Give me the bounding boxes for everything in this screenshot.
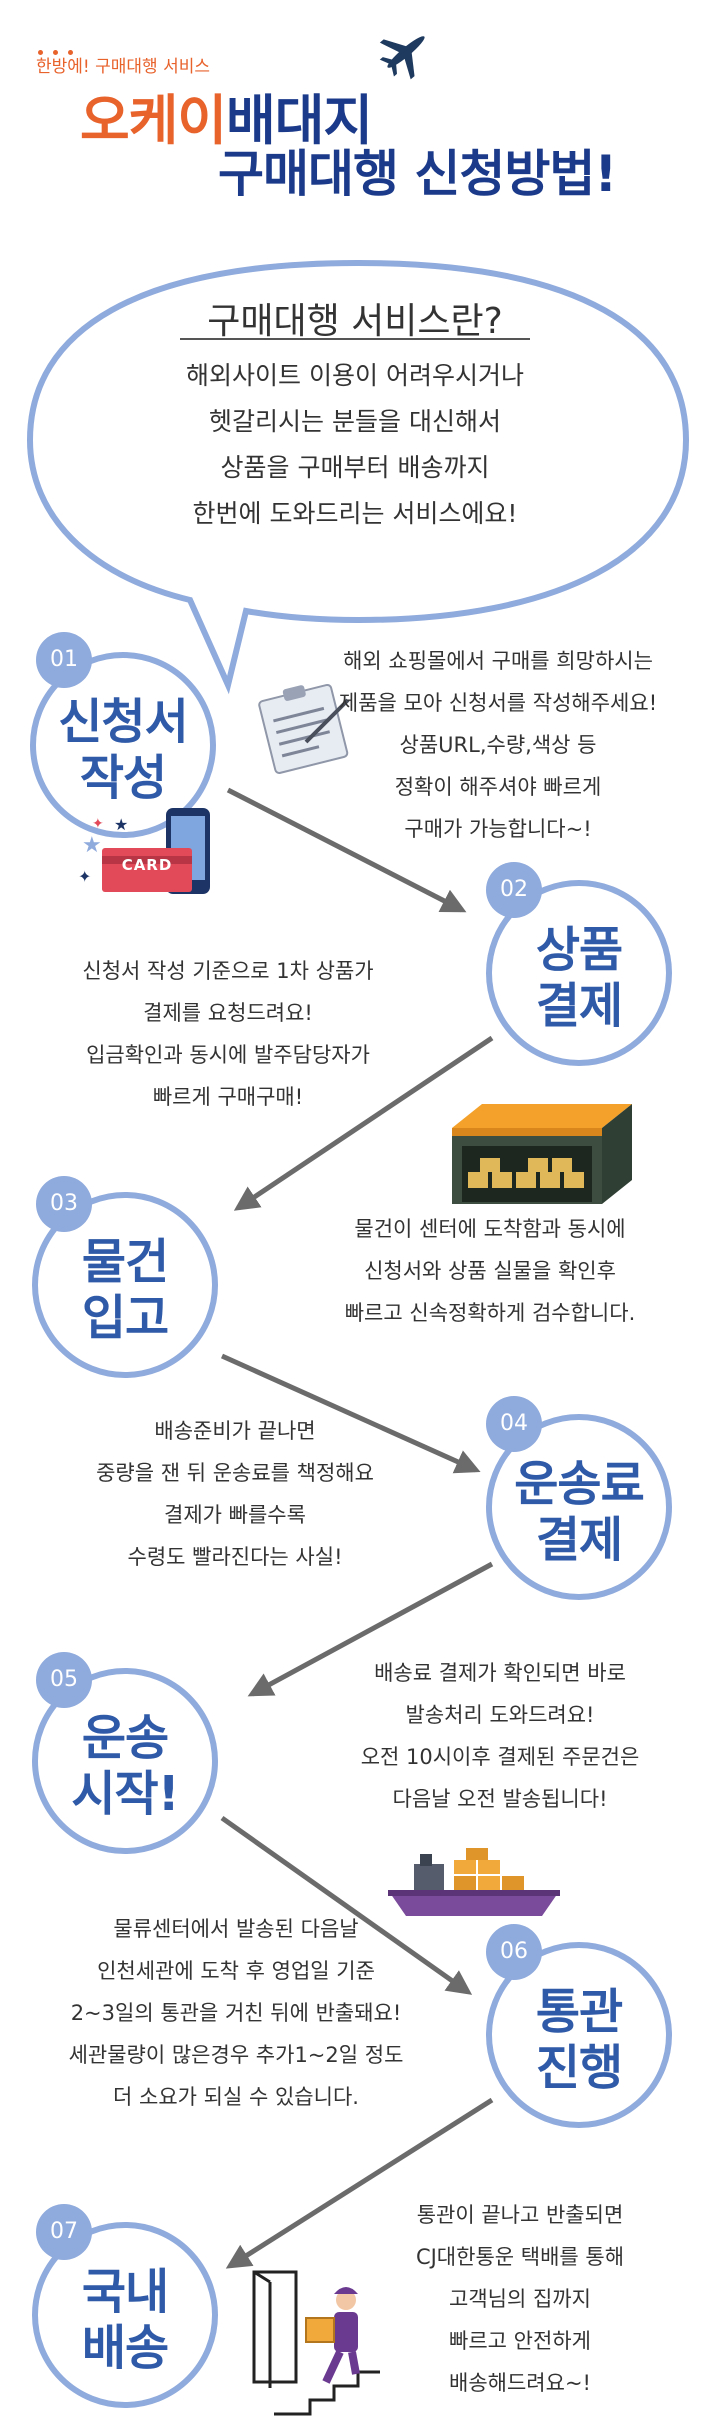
- desc-line: 빠르고 신속정확하게 검수합니다.: [344, 1301, 636, 1325]
- step-title: 상품: [535, 922, 623, 978]
- desc-line: 구매가 가능합니다~!: [404, 817, 592, 841]
- step-description: 신청서 작성 기준으로 1차 상품가 결제를 요청드려요! 입금확인과 동시에 …: [18, 950, 438, 1118]
- step-title: 결제: [535, 978, 623, 1034]
- step-number-badge: 06: [486, 1924, 542, 1980]
- step-title: 입고: [81, 1290, 169, 1346]
- step-title: 배송: [81, 2320, 169, 2376]
- tagline: 한방에! 구매대행 서비스: [36, 57, 211, 77]
- desc-line: 빠르게 구매구매!: [152, 1085, 304, 1109]
- step-number-badge: 03: [36, 1176, 92, 1232]
- desc-line: 고객님의 집까지: [449, 2287, 591, 2311]
- step-description: 해외 쇼핑몰에서 구매를 희망하시는 제품을 모아 신청서를 작성해주세요! 상…: [298, 640, 698, 850]
- card-label: CARD: [121, 856, 173, 874]
- step-title: 운송료: [514, 1456, 644, 1512]
- desc-line: 수령도 빨라진다는 사실!: [127, 1545, 343, 1569]
- desc-line: 물류센터에서 발송된 다음날: [113, 1917, 359, 1941]
- arrow-1-to-2: [226, 787, 467, 913]
- delivery-person-icon: [252, 2270, 380, 2416]
- card-phone-icon: ✦ ★ ★ ✦: [78, 808, 210, 894]
- svg-text:✦: ✦: [78, 867, 91, 886]
- desc-line: 배송해드려요~!: [449, 2371, 591, 2395]
- step-circle: 신청서 작성: [30, 652, 216, 838]
- cargo-ship-icon: [388, 1848, 560, 1916]
- step-description: 물건이 센터에 도착함과 동시에 신청서와 상품 실물을 확인후 빠르고 신속정…: [280, 1208, 700, 1334]
- desc-line: 상품URL,수량,색상 등: [399, 733, 597, 757]
- speech-bubble: [26, 259, 690, 695]
- desc-line: 제품을 모아 신청서를 작성해주세요!: [338, 691, 658, 715]
- step-number-badge: 05: [36, 1652, 92, 1708]
- brand-blue: 배대지: [226, 89, 373, 152]
- svg-text:✦: ✦: [92, 816, 104, 832]
- step-description: 통관이 끝나고 반출되면 CJ대한통운 택배를 통해 고객님의 집까지 빠르고 …: [340, 2194, 700, 2404]
- page-title: 구매대행 신청방법!: [218, 145, 617, 203]
- airplane-icon: [379, 36, 425, 80]
- arrow-3-to-4: [220, 1353, 481, 1474]
- desc-line: 발송처리 도와드려요!: [405, 1703, 595, 1727]
- desc-line: 물건이 센터에 도착함과 동시에: [354, 1217, 626, 1241]
- desc-line: 신청서와 상품 실물을 확인후: [364, 1259, 616, 1283]
- desc-line: 세관물량이 많은경우 추가1~2일 정도: [68, 2043, 404, 2067]
- intro-line: 한번에 도와드리는 서비스에요!: [192, 499, 518, 528]
- desc-line: 배송료 결제가 확인되면 바로: [374, 1661, 626, 1685]
- step-title: 운송: [81, 1710, 169, 1766]
- desc-line: 빠르고 안전하게: [449, 2329, 591, 2353]
- arrow-2-to-3: [233, 1035, 494, 1211]
- svg-text:★: ★: [82, 833, 102, 858]
- step-title: 작성: [79, 750, 167, 806]
- desc-line: 오전 10시이후 결제된 주문건은: [360, 1745, 640, 1769]
- desc-line: 배송준비가 끝나면: [154, 1419, 316, 1443]
- step-description: 물류센터에서 발송된 다음날 인천세관에 도착 후 영업일 기준 2~3일의 통…: [6, 1908, 466, 2118]
- desc-line: 정확이 해주셔야 빠르게: [394, 775, 602, 799]
- step-title: 결제: [535, 1512, 623, 1568]
- intro-title: 구매대행 서비스란?: [207, 301, 503, 342]
- warehouse-icon: [452, 1104, 632, 1204]
- desc-line: 결제를 요청드려요!: [143, 1001, 313, 1025]
- desc-line: 다음날 오전 발송됩니다!: [392, 1787, 608, 1811]
- step-title: 진행: [535, 2040, 623, 2096]
- desc-line: 2~3일의 통관을 거친 뒤에 반출돼요!: [70, 2001, 402, 2025]
- desc-line: 더 소요가 되실 수 있습니다.: [113, 2085, 359, 2109]
- desc-line: 인천세관에 도착 후 영업일 기준: [97, 1959, 375, 1983]
- intro-line: 헷갈리시는 분들을 대신해서: [209, 407, 501, 436]
- desc-line: 통관이 끝나고 반출되면: [416, 2203, 624, 2227]
- step-description: 배송준비가 끝나면 중량을 잰 뒤 운송료를 책정해요 결제가 빠를수록 수령도…: [20, 1410, 450, 1578]
- arrow-5-to-6: [220, 1815, 473, 1995]
- step-number-badge: 01: [36, 632, 92, 688]
- divider: [180, 338, 530, 340]
- arrow-6-to-7: [225, 2097, 494, 2269]
- intro-line: 해외사이트 이용이 어려우시거나: [186, 361, 524, 390]
- clipboard-icon: [258, 683, 350, 774]
- desc-line: 중량을 잰 뒤 운송료를 책정해요: [96, 1461, 374, 1485]
- step-description: 배송료 결제가 확인되면 바로 발송처리 도와드려요! 오전 10시이후 결제된…: [300, 1652, 700, 1820]
- step-title: 통관: [535, 1984, 623, 2040]
- desc-line: 입금확인과 동시에 발주담당자가: [86, 1043, 370, 1067]
- desc-line: 신청서 작성 기준으로 1차 상품가: [82, 959, 374, 983]
- step-title: 시작!: [71, 1766, 179, 1822]
- step-title: 신청서: [58, 694, 188, 750]
- step-title: 물건: [81, 1234, 169, 1290]
- desc-line: CJ대한통운 택배를 통해: [415, 2245, 625, 2269]
- intro-line: 상품을 구매부터 배송까지: [220, 453, 490, 482]
- desc-line: 해외 쇼핑몰에서 구매를 희망하시는: [343, 649, 653, 673]
- brand-orange: 오케이: [80, 89, 227, 152]
- decorative-dots: [38, 40, 88, 55]
- svg-text:★: ★: [114, 815, 128, 834]
- step-title: 국내: [81, 2264, 169, 2320]
- arrow-4-to-5: [247, 1561, 494, 1697]
- step-number-badge: 07: [36, 2204, 92, 2260]
- brand-logo-text: 오케이배대지: [80, 76, 373, 155]
- step-number-badge: 04: [486, 1396, 542, 1452]
- step-number-badge: 02: [486, 862, 542, 918]
- desc-line: 결제가 빠를수록: [164, 1503, 306, 1527]
